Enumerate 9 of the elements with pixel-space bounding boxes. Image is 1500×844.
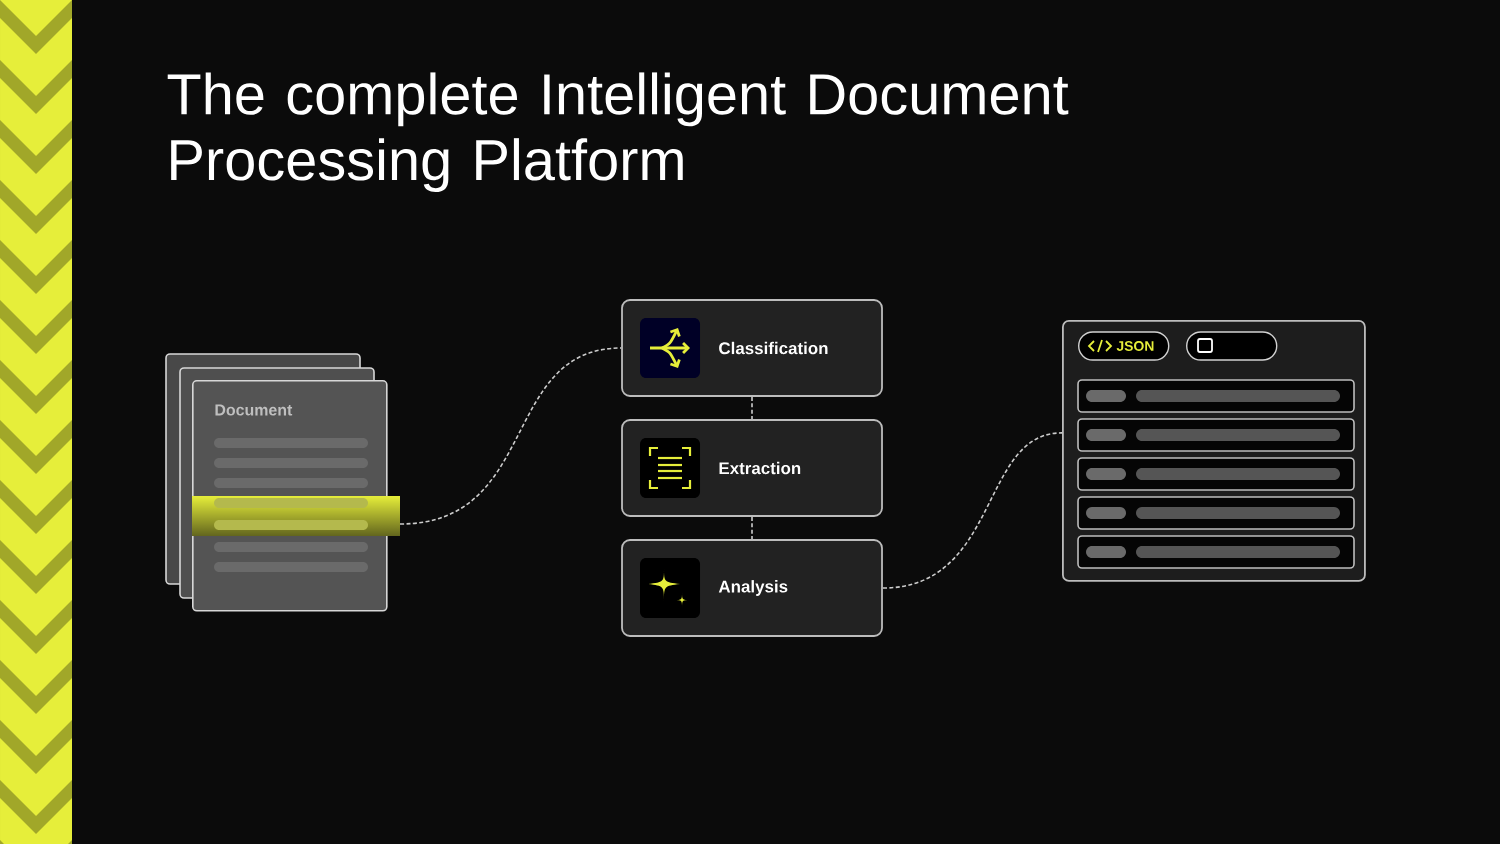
- step-box: Classification: [621, 299, 883, 397]
- format-tag: [1186, 331, 1278, 361]
- connector-line: [399, 347, 622, 525]
- step-box: Analysis: [621, 539, 883, 637]
- title: The complete Intelligent Document Processing Platform: [167, 72, 1069, 193]
- connector-line: [882, 432, 1063, 589]
- connector-line: [751, 396, 753, 420]
- step-box: Extraction: [621, 419, 883, 517]
- connector-line: [751, 516, 753, 540]
